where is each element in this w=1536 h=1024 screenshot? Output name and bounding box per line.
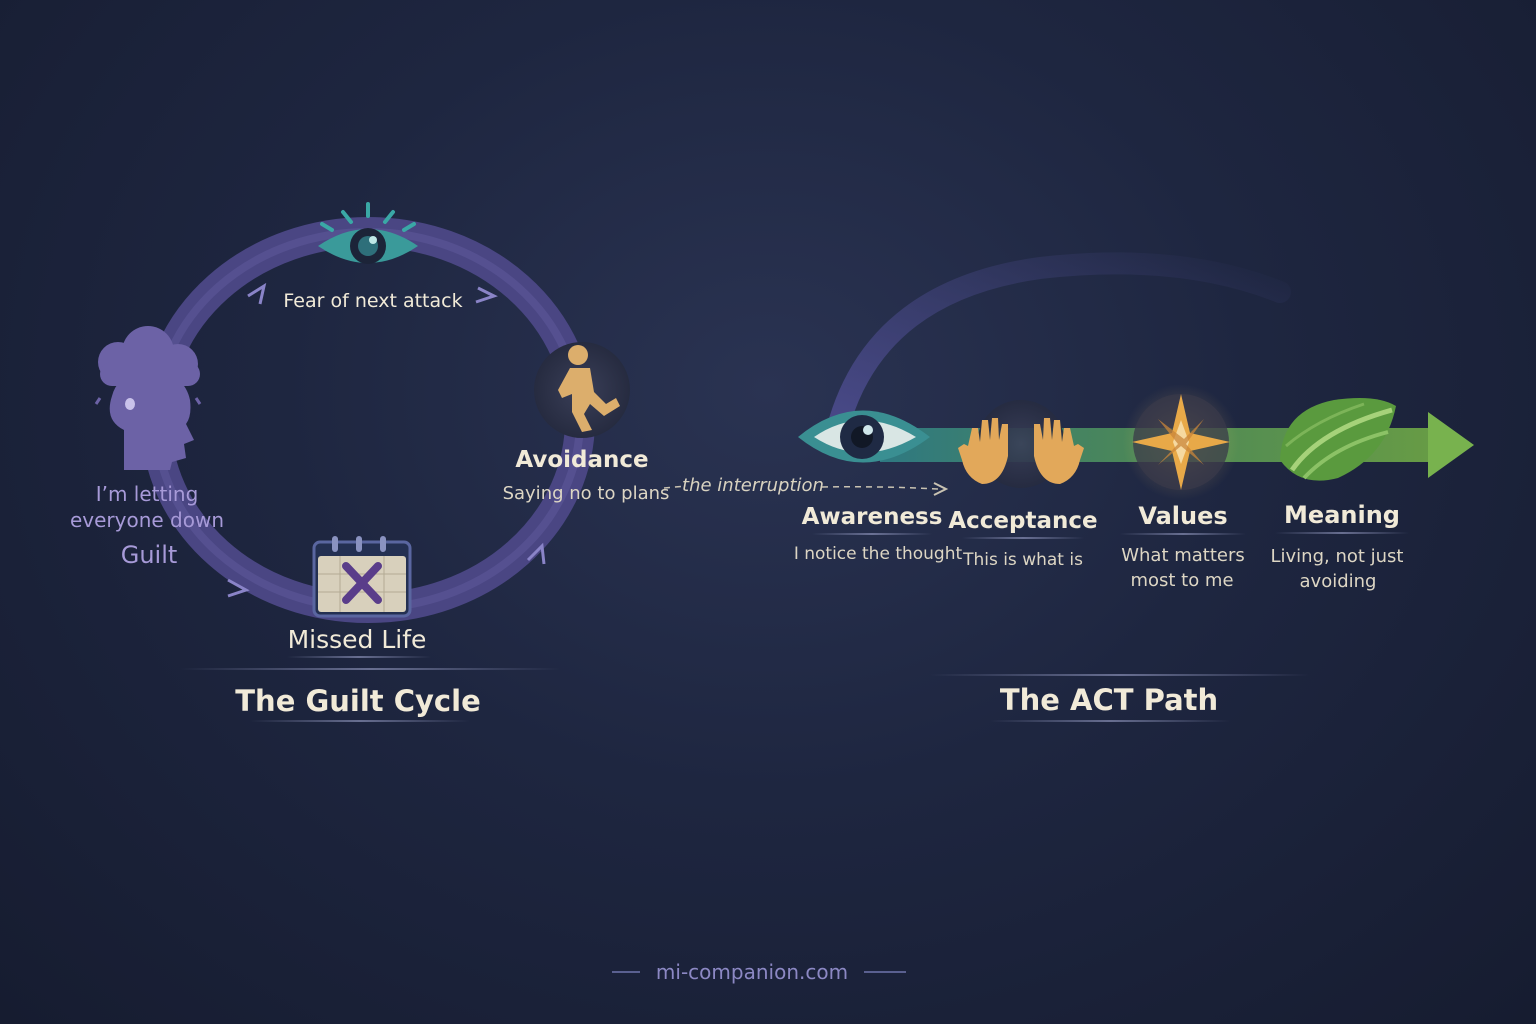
acceptance-title: Acceptance <box>948 508 1097 534</box>
walking-person-icon <box>534 342 630 438</box>
acceptance-sub: This is what is <box>962 550 1083 570</box>
head-cloud-icon <box>94 326 202 470</box>
cycle-arrow-bottom-right <box>526 542 546 565</box>
values-sub1: What matters <box>1121 545 1245 566</box>
interruption-arrowhead <box>933 482 949 496</box>
act-path: Awareness I notice the thought Acceptanc… <box>794 252 1474 722</box>
act-sweep-arc <box>829 252 1291 431</box>
awareness-sub: I notice the thought <box>794 544 963 564</box>
meaning-sub1: Living, not just <box>1270 546 1403 567</box>
fear-label: Fear of next attack <box>283 290 462 312</box>
interruption-label: the interruption <box>682 475 824 496</box>
values-title: Values <box>1138 502 1227 530</box>
awareness-underline <box>812 533 932 535</box>
meaning-underline <box>1275 532 1409 534</box>
act-title-rule-top <box>930 674 1310 676</box>
cycle-title: The Guilt Cycle <box>235 684 480 718</box>
avoidance-title: Avoidance <box>515 447 648 473</box>
leaf-road-icon <box>1280 398 1396 481</box>
guilt-line2: everyone down <box>70 508 224 532</box>
avoidance-sub: Saying no to plans <box>503 483 670 504</box>
awareness-eye-icon <box>798 410 930 463</box>
footer-site: mi-companion.com <box>656 960 848 984</box>
cycle-arrow-bottom-left <box>227 578 250 598</box>
guilt-title: Guilt <box>121 541 178 569</box>
guilt-line1: I’m letting <box>96 482 199 506</box>
interruption-connector: the interruption <box>663 475 949 496</box>
calendar-x-icon <box>312 536 412 618</box>
missed-underline <box>287 656 431 658</box>
missed-title: Missed Life <box>288 625 427 654</box>
cycle-arrow-top-right <box>475 286 498 304</box>
cycle-title-rule-bottom <box>250 720 470 722</box>
cycle-arrow-top-left <box>247 282 267 305</box>
act-title: The ACT Path <box>1000 683 1218 717</box>
cycle-title-rule-top <box>180 668 560 670</box>
values-sub2: most to me <box>1130 570 1233 591</box>
arrow-right-icon <box>1428 412 1474 478</box>
open-hands-icon <box>958 400 1084 488</box>
values-underline <box>1120 533 1246 535</box>
guilt-cycle: Fear of next attack Avoidance Saying no … <box>70 202 670 722</box>
compass-star-icon <box>1123 384 1239 500</box>
footer: mi-companion.com <box>612 960 906 984</box>
awareness-title: Awareness <box>802 504 943 530</box>
act-title-rule-bottom <box>990 720 1230 722</box>
meaning-sub2: avoiding <box>1300 571 1377 592</box>
acceptance-underline <box>962 537 1084 539</box>
eye-icon <box>318 202 418 264</box>
meaning-title: Meaning <box>1284 501 1400 529</box>
